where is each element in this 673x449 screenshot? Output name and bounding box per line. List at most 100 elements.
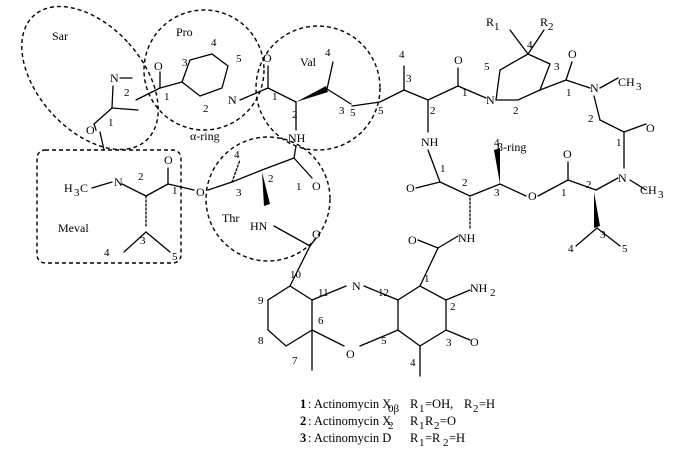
rpro-r1-label: R <box>486 15 494 29</box>
meval-region-outline <box>36 149 182 264</box>
chromo-n-bond-right <box>363 285 399 301</box>
svg-text:=H: =H <box>479 397 495 411</box>
chromo-num-3: 3 <box>446 337 452 349</box>
alpha-ring-label: α-ring <box>190 129 220 143</box>
rthr-amide-o-atom: O <box>408 233 417 247</box>
rmeval-wedge-bond <box>594 192 600 228</box>
thr-hn-atom: HN <box>250 219 268 233</box>
meval-num-4: 4 <box>104 247 110 259</box>
rval-num-2: 2 <box>430 105 436 117</box>
chromo-o-bond-left <box>311 329 345 347</box>
meval-num-3: 3 <box>140 235 146 247</box>
c10-carbonyl-bond <box>289 245 311 287</box>
rval-num-4: 4 <box>399 49 405 61</box>
thr-num-4: 4 <box>234 149 240 161</box>
svg-text:=H: =H <box>449 431 465 445</box>
rpro-r2-label: R <box>540 15 548 29</box>
rsar-num-2: 2 <box>588 113 594 125</box>
rval-num-5: 5 <box>378 105 384 117</box>
chromo-num-10: 10 <box>290 269 302 281</box>
sar-num-2: 2 <box>124 87 130 99</box>
svg-text:: Actinomycin X: : Actinomycin X <box>308 414 391 428</box>
rval-nh-atom: NH <box>421 135 439 149</box>
pro-carbonyl-bond <box>159 81 183 89</box>
svg-text:R: R <box>410 397 419 411</box>
svg-text:=OH,: =OH, <box>425 397 453 411</box>
c3-o-double <box>445 329 471 341</box>
val-c5-bond <box>326 88 352 105</box>
rsar-methyl-bond <box>599 77 619 89</box>
rthr-o-atom: O <box>528 189 537 203</box>
chromo-num-12: 12 <box>378 287 389 299</box>
rpro-n-atom: N <box>486 93 495 107</box>
svg-text:: Actinomycin D: : Actinomycin D <box>308 431 391 445</box>
rthr-nh-link <box>427 149 441 183</box>
rpro-o-double <box>565 61 573 81</box>
rmeval-c5-bond <box>596 227 621 247</box>
sar-c1-bond <box>111 107 139 111</box>
rthr-co-double <box>415 181 441 189</box>
rval-num-1: 1 <box>462 87 468 99</box>
val-n-bond <box>239 87 269 101</box>
rmeval-methyl-bond <box>629 179 647 191</box>
thr-region-outline <box>205 136 331 262</box>
rthr-co-o-atom: O <box>406 181 415 195</box>
sar-o-atom: O <box>86 123 95 137</box>
rsar-n-atom: N <box>590 81 599 95</box>
c2-nh2-bond <box>445 289 471 301</box>
thr-o-atom: O <box>196 185 205 199</box>
thr-amide-bond <box>273 225 311 247</box>
rpro-num-3: 3 <box>554 61 560 73</box>
val-c2-bond <box>267 87 297 103</box>
thr-hash-bond <box>231 159 241 183</box>
meval-label: Meval <box>58 221 89 235</box>
meval-o-atom: O <box>164 153 173 167</box>
chromo-num-11: 11 <box>318 287 329 299</box>
svg-text:1: 1 <box>419 420 425 432</box>
val-c4-bond <box>326 61 334 90</box>
svg-text:2: 2 <box>434 420 440 432</box>
rmeval-num-5: 5 <box>622 243 628 255</box>
sar-n-atom: N <box>110 71 119 85</box>
meval-h3c-c: C <box>80 181 88 195</box>
rthr-num-4: 4 <box>494 137 500 149</box>
svg-text:=R: =R <box>425 431 441 445</box>
svg-text:2: 2 <box>300 414 306 428</box>
thr-c1-bond <box>261 157 295 171</box>
rval-c2-bond <box>403 89 429 101</box>
chromo-num-8: 8 <box>258 335 264 347</box>
meval-h3c-sub: 3 <box>74 187 80 199</box>
rthr-amide-o-double <box>417 239 439 249</box>
rthr-nh-atom: NH <box>458 231 476 245</box>
legend-item-2: 2 : Actinomycin X 2 R 1 R 2 =O <box>300 414 456 432</box>
chromo-num-9: 9 <box>258 295 264 307</box>
svg-text:R: R <box>425 414 434 428</box>
pro-region-outline <box>143 9 265 131</box>
chromo-nh2-label: NH <box>470 281 488 295</box>
chromo-num-1: 1 <box>424 273 430 285</box>
svg-text:: Actinomycin X: : Actinomycin X <box>308 397 391 411</box>
rpro-r2-bond <box>527 29 545 55</box>
rpro-r2-sub: 2 <box>548 21 554 33</box>
thr-co-o-atom: O <box>312 179 321 193</box>
val-num-2: 2 <box>292 109 298 121</box>
thr-nh-link <box>293 145 297 159</box>
pro-num-4: 4 <box>211 37 217 49</box>
meval-c2-bond <box>121 183 147 197</box>
sar-region-outline <box>21 5 159 151</box>
meval-n-atom: N <box>114 175 123 189</box>
meval-ester-bond <box>167 183 195 191</box>
chromo-n-bond-left <box>311 285 347 301</box>
rsar-ch2-bond <box>593 95 601 121</box>
pro-ring <box>181 53 229 97</box>
rsar-num-1: 1 <box>616 137 622 149</box>
thr-co-bond <box>293 157 313 179</box>
thr-amide-o-double <box>309 237 317 247</box>
svg-text:1: 1 <box>419 437 425 449</box>
pro-num-2: 2 <box>203 103 209 115</box>
rpro-ring <box>495 53 551 101</box>
rval-o-atom: O <box>454 53 463 67</box>
svg-text:1: 1 <box>419 403 425 415</box>
chromo-o-bond-right <box>359 329 399 347</box>
